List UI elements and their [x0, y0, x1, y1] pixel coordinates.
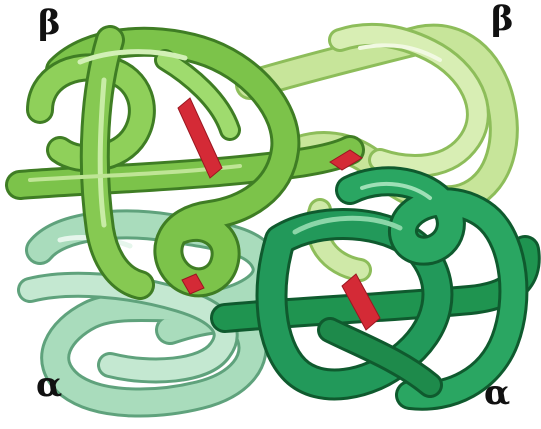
label-beta-top-left: β: [38, 6, 61, 40]
label-beta-top-right: β: [491, 2, 514, 36]
label-alpha-bottom-right: α: [484, 376, 510, 410]
label-alpha-bottom-left: α: [36, 368, 62, 402]
alpha-subunit-right: [225, 181, 526, 395]
